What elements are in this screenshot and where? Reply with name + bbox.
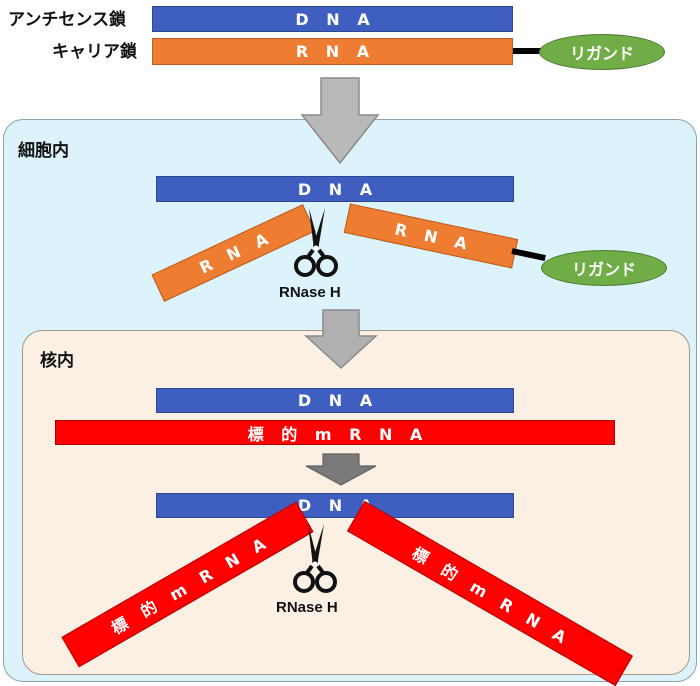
dna-label: D N A (297, 391, 379, 410)
dna-strand: D N A (156, 493, 514, 518)
dna-strand: D N A (156, 388, 514, 413)
scissors-icon (294, 208, 338, 277)
dna-label: D N A (297, 179, 379, 199)
rna-label: R N A (295, 42, 376, 61)
nucleus-title: 核内 (40, 351, 74, 371)
ligand-label: リガンド (569, 44, 634, 63)
carrier-rna-strand: R N A (152, 38, 513, 65)
target-mrna-strand: 標 的 m R N A (55, 420, 615, 445)
dna-strand: D N A (152, 6, 513, 32)
scissors-icon (293, 524, 337, 593)
mrna-label: 標 的 m R N A (247, 424, 429, 444)
antisense-strand-label: アンチセンス鎖 (8, 10, 126, 30)
down-arrow-icon (305, 453, 377, 486)
rnase-h-label: RNase H (276, 599, 338, 616)
dna-label: D N A (295, 9, 376, 29)
down-arrow-icon (304, 309, 378, 370)
ligand: リガンド (539, 34, 665, 70)
cell-title: 細胞内 (18, 141, 69, 161)
dna-strand: D N A (156, 176, 514, 202)
ligand-linker (513, 48, 545, 54)
ligand-label: リガンド (571, 260, 636, 279)
dna-label: D N A (297, 496, 379, 515)
ligand: リガンド (541, 250, 667, 286)
rnase-h-label: RNase H (279, 284, 341, 301)
carrier-strand-label: キャリア鎖 (52, 42, 137, 62)
down-arrow-icon (300, 77, 380, 165)
